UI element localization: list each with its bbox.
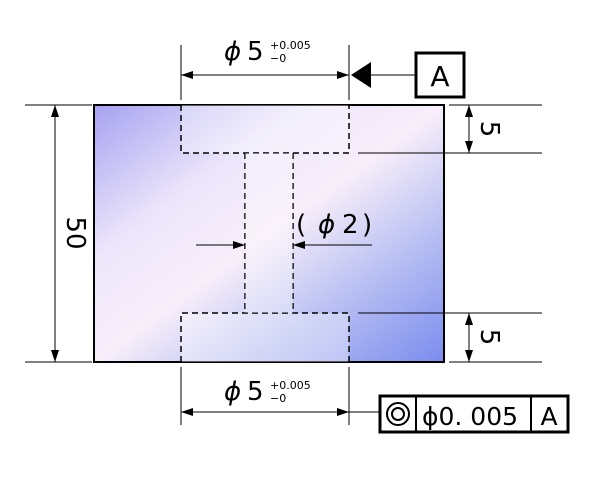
bottom-diameter-tol-upper: +0.005 (270, 379, 311, 392)
datum-triangle (351, 62, 371, 88)
part-body (93, 104, 445, 363)
fcf-datum: A (540, 402, 557, 431)
datum-label: A (430, 60, 449, 93)
top-diameter-tol-upper: +0.005 (270, 39, 311, 52)
hole-diameter-value: 2 (342, 210, 359, 240)
arrowhead (233, 241, 245, 249)
top-diameter-value: 5 (247, 37, 264, 67)
arrowhead (181, 408, 193, 416)
arrowhead (465, 313, 473, 325)
arrowhead (337, 71, 349, 79)
bottom-diameter-tol-lower: −0 (270, 392, 286, 405)
bottom-depth-label: 5 (474, 329, 504, 346)
hidden-counterbore-top (180, 105, 350, 154)
overall-height-label: 50 (60, 216, 90, 249)
hole-diameter-close: ) (362, 210, 372, 240)
feature-control-frame (378, 394, 570, 434)
top-depth-label: 5 (474, 121, 504, 138)
fcf-tolerance: ϕ0. 005 (422, 402, 518, 431)
bottom-diameter-symbol: ϕ (224, 377, 241, 407)
top-diameter-tol-lower: −0 (270, 52, 286, 65)
concentricity-icon (386, 402, 410, 426)
arrowhead (293, 241, 305, 249)
bottom-diameter-value: 5 (247, 377, 264, 407)
hole-fill (245, 153, 293, 313)
arrowhead (465, 350, 473, 362)
arrowhead (465, 105, 473, 117)
arrowhead (465, 141, 473, 153)
hidden-counterbore-bottom (180, 312, 350, 362)
arrowhead (51, 350, 59, 362)
arrowhead (181, 71, 193, 79)
hole-diameter-symbol: ϕ (318, 210, 335, 240)
arrowhead (337, 408, 349, 416)
datum-box (414, 51, 466, 99)
top-diameter-symbol: ϕ (224, 37, 241, 67)
hole-diameter-open: ( (296, 210, 306, 240)
arrowhead (51, 105, 59, 117)
